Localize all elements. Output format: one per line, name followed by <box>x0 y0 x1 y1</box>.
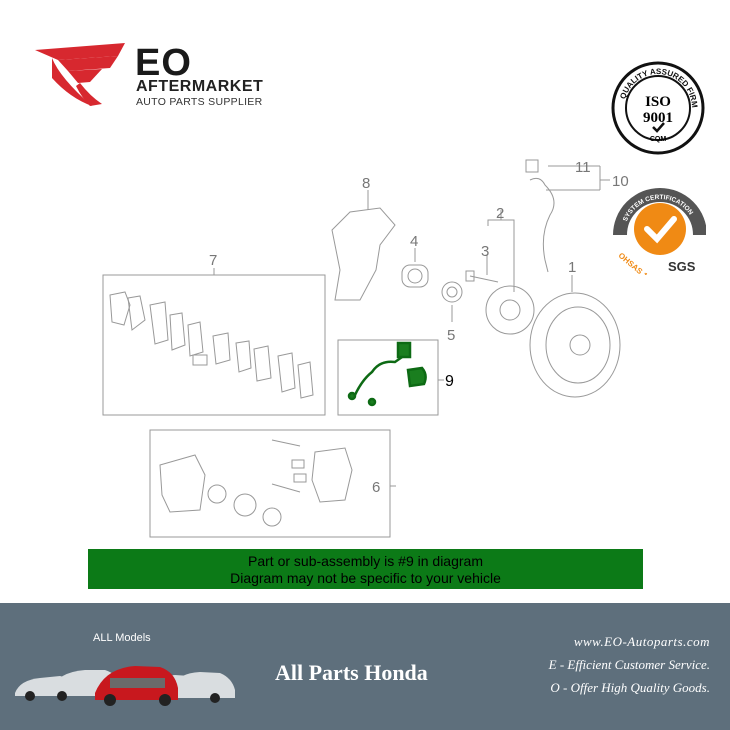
part-9-box <box>337 339 439 416</box>
svg-text:9001: 9001 <box>643 110 673 126</box>
callout-1: 1 <box>568 259 576 276</box>
splash-shield <box>331 207 396 301</box>
slogan-efficient: E - Efficient Customer Service. <box>548 657 710 672</box>
slogan-offer: O - Offer High Quality Goods. <box>550 680 710 695</box>
callout-3: 3 <box>481 243 489 260</box>
part-9-highlight <box>347 341 427 407</box>
callout-7: 7 <box>209 252 217 269</box>
callout-6: 6 <box>372 479 380 496</box>
brand-subtitle: AUTO PARTS SUPPLIER <box>136 96 263 108</box>
brake-pads <box>109 291 314 399</box>
svg-text:SGS: SGS <box>668 259 696 274</box>
callout-11: 11 <box>575 159 591 176</box>
all-models-label: ALL Models <box>93 632 151 644</box>
caliper-box <box>149 429 391 538</box>
brake-parts-diagram: 1 2 3 4 5 6 7 8 9 10 11 <box>102 159 629 538</box>
callout-4: 4 <box>410 233 418 250</box>
iso-9001-seal-icon: QUALITY ASSURED FIRM ISO 9001 CQM <box>611 61 705 155</box>
callout-5: 5 <box>447 327 455 344</box>
footer-title: All Parts Honda <box>275 660 428 685</box>
brand-name: EO <box>135 42 192 84</box>
footer-banner: ALL Models All Parts Honda www.EO-Autopa… <box>0 603 730 730</box>
eo-wing-logo-icon <box>35 43 125 106</box>
website-link[interactable]: www.EO-Autoparts.com <box>573 634 710 649</box>
callout-10: 10 <box>612 173 629 190</box>
svg-text:ISO: ISO <box>645 94 671 110</box>
ohsas-18001-sgs-seal-icon: SYSTEM CERTIFICATION OHSAS 18001 SGS <box>613 188 706 275</box>
callout-9: 9 <box>445 373 454 390</box>
brand-logo <box>30 38 290 113</box>
diagram-notice: Part or sub-assembly is #9 in diagram Di… <box>88 549 643 589</box>
notice-line-1: Part or sub-assembly is #9 in diagram <box>248 553 483 569</box>
svg-text:CQM: CQM <box>650 136 667 143</box>
notice-line-2: Diagram may not be specific to your vehi… <box>230 570 501 586</box>
callout-2: 2 <box>496 205 504 222</box>
honda-cars-icon <box>15 666 235 706</box>
brand-tagline: AFTERMARKET <box>136 78 264 95</box>
callout-8: 8 <box>362 175 370 192</box>
